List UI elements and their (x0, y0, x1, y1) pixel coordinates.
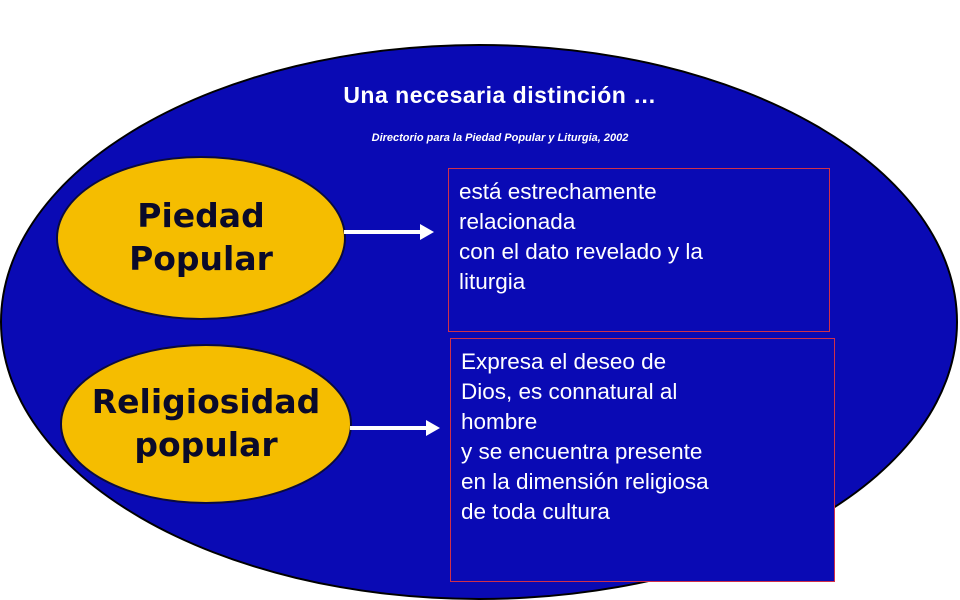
description-line: hombre (461, 409, 538, 434)
description-line: con el dato revelado y la (459, 239, 703, 264)
slide-title: Una necesaria distinción … (343, 82, 657, 108)
arrow-right-icon (344, 224, 434, 240)
description-line: y se encuentra presente (461, 439, 703, 464)
description-box-piedad-popular: está estrechamente relacionada con el da… (448, 168, 830, 332)
description-box-religiosidad-popular: Expresa el deseo de Dios, es connatural … (450, 338, 835, 582)
node-religiosidad-popular: Religiosidad popular (60, 344, 352, 504)
node-label: Piedad Popular (129, 196, 273, 278)
description-line: en la dimensión religiosa (461, 469, 709, 494)
slide-subtitle: Directorio para la Piedad Popular y Litu… (371, 132, 629, 144)
node-piedad-popular: Piedad Popular (56, 156, 346, 320)
arrow-right-icon (350, 420, 440, 436)
description-line: de toda cultura (461, 499, 610, 524)
node-label: Religiosidad popular (91, 382, 321, 464)
description-line: Dios, es connatural al (461, 379, 678, 404)
description-line: relacionada (459, 209, 576, 234)
description-line: Expresa el deseo de (461, 349, 667, 374)
description-line: liturgia (459, 269, 526, 294)
description-line: está estrechamente (459, 179, 657, 204)
